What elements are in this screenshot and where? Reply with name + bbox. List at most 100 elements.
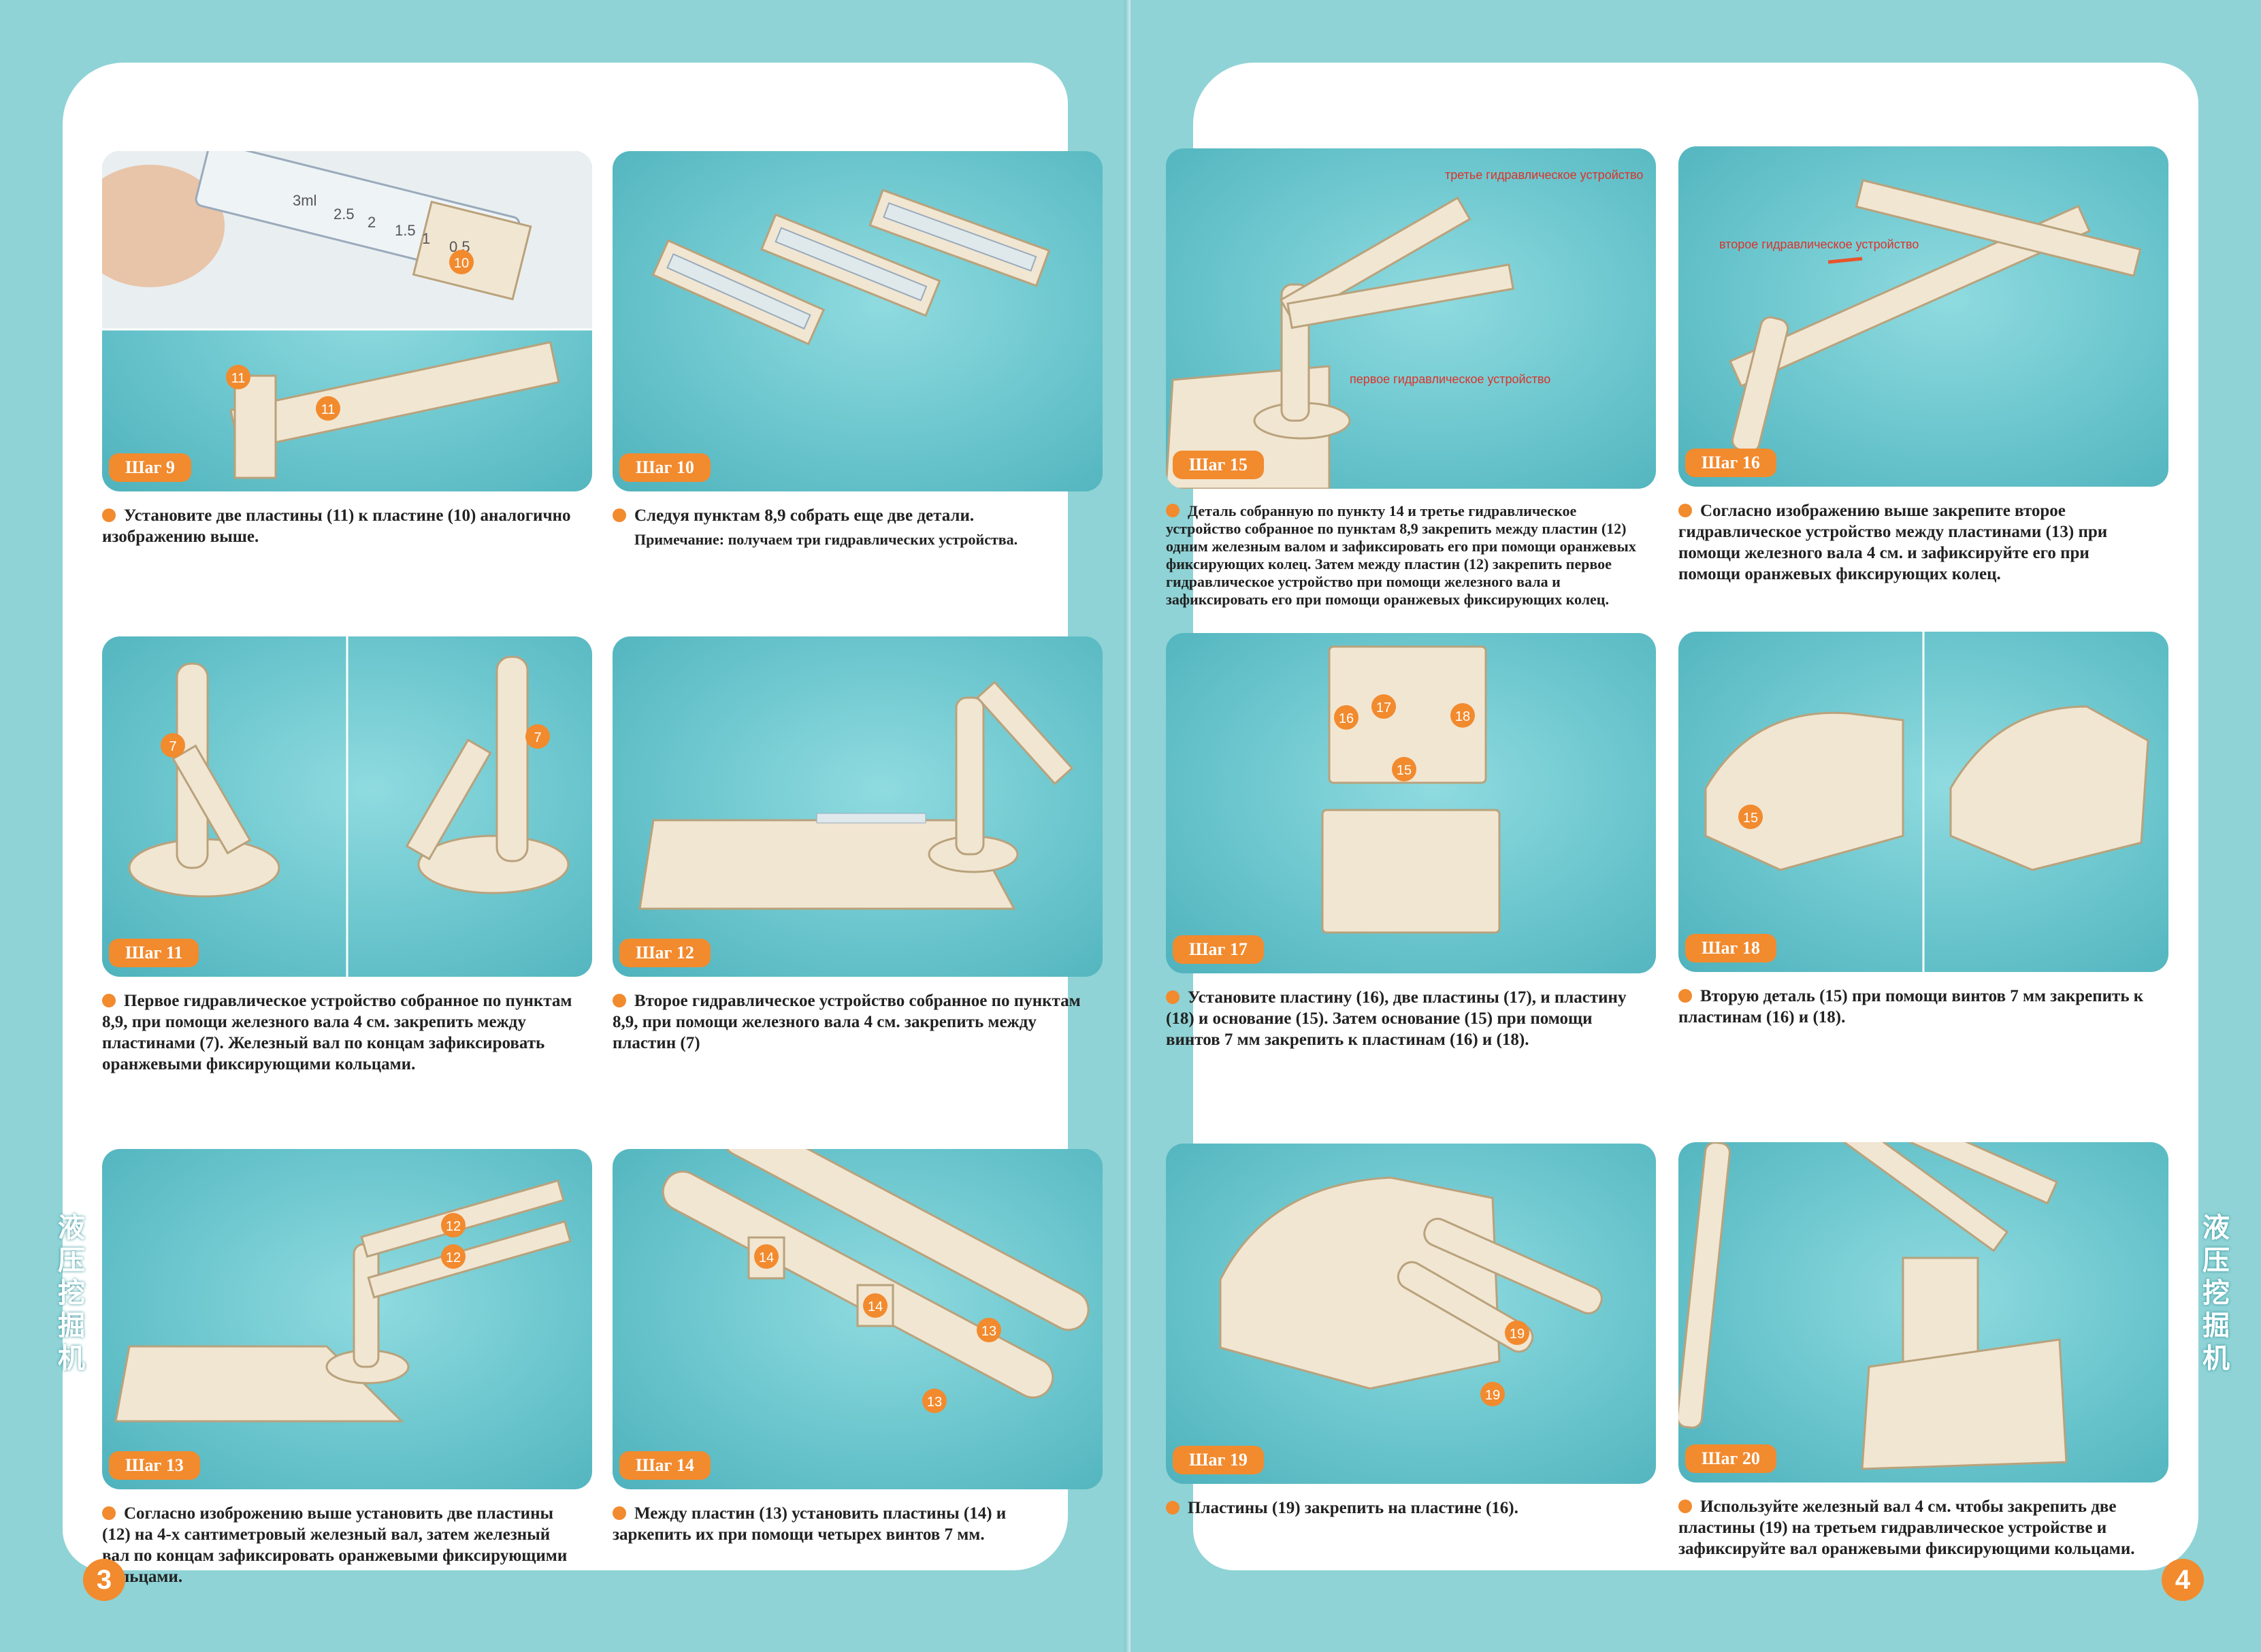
step-19-photo: 19 19 Шаг 19 [1166,1144,1656,1484]
step-tag: Шаг 15 [1173,451,1264,479]
step-13-photo: 12 12 Шаг 13 [102,1149,592,1489]
bullet-icon [102,994,116,1007]
svg-text:18: 18 [1455,709,1470,724]
step-caption: Вторую деталь (15) при помощи винтов 7 м… [1678,987,2144,1026]
step-tag: Шаг 19 [1173,1446,1264,1474]
svg-text:13: 13 [927,1395,942,1410]
svg-text:19: 19 [1510,1327,1525,1342]
bullet-icon [1166,990,1180,1004]
part-badge: 10 [449,250,474,274]
step-caption: Установите пластину (16), две пластины (… [1166,988,1627,1049]
step-17: 16 17 18 15 Шаг 17 Установите пластину (… [1166,633,1656,1049]
svg-text:17: 17 [1376,700,1391,715]
step-16-photo: второе гидравлическое устройство Шаг 16 [1678,146,2168,487]
bullet-icon [1678,1500,1692,1513]
step-20-photo: Шаг 20 [1678,1142,2168,1483]
part-badge: 14 [754,1244,779,1269]
part-badge: 19 [1505,1321,1529,1345]
step-13: 12 12 Шаг 13 Согласно изоброжению выше у… [102,1149,592,1586]
syringe-mark: 1.5 [395,222,416,239]
step-caption: Установите две пластины (11) к пластине … [102,506,571,546]
step-10: Шаг 10 Следуя пунктам 8,9 собрать еще дв… [613,151,1103,548]
svg-text:12: 12 [446,1250,461,1265]
bullet-icon [613,1506,626,1520]
step-tag: Шаг 16 [1685,449,1776,477]
syringe-mark: 3ml [293,192,316,209]
side-title: 液压挖掘机 [58,1212,85,1374]
page-number: 4 [2162,1559,2204,1601]
step-caption: Следуя пунктам 8,9 собрать еще две детал… [613,505,1089,550]
step-caption: Согласно изоброжению выше установить две… [102,1504,568,1586]
part-badge: 12 [441,1244,466,1269]
step-caption: Второе гидравлическое устройство собранн… [613,992,1081,1052]
step-tag: Шаг 18 [1685,934,1776,962]
page-number: 3 [83,1559,125,1601]
svg-text:14: 14 [759,1250,774,1265]
page-right: третье гидравлическое устройство первое … [1130,0,2261,1652]
part-badge: 18 [1450,703,1475,728]
part-badge: 16 [1334,705,1359,730]
bullet-icon [613,508,626,522]
svg-text:7: 7 [169,739,176,754]
bullet-icon [102,508,116,522]
step-caption: Между пластин (13) установить пластины (… [613,1504,1007,1544]
syringe-mark: 2.5 [334,206,355,223]
bullet-icon [1166,504,1180,517]
step-19: 19 19 Шаг 19 Пластины (19) закрепить на … [1166,1144,1656,1517]
page-left: 3ml 2.5 2 1.5 1 0.5 10 11 11 [0,0,1130,1652]
step-tag: Шаг 13 [109,1451,200,1480]
svg-text:15: 15 [1743,811,1758,826]
step-11-photo: 7 7 Шаг 11 [102,636,592,977]
svg-text:13: 13 [981,1324,996,1339]
step-17-photo: 16 17 18 15 Шаг 17 [1166,633,1656,973]
step-tag: Шаг 11 [109,939,199,967]
step-caption: Первое гидравлическое устройство собранн… [102,992,572,1073]
step-9-photo: 3ml 2.5 2 1.5 1 0.5 10 11 11 [102,151,592,491]
svg-text:14: 14 [868,1299,883,1314]
svg-text:11: 11 [231,371,246,386]
step-tag: Шаг 10 [619,453,711,482]
step-15-photo: третье гидравлическое устройство первое … [1166,148,1656,489]
part-badge: 11 [226,365,250,389]
bullet-icon [102,1506,116,1520]
part-badge: 17 [1371,694,1396,719]
step-tag: Шаг 20 [1685,1444,1776,1473]
step-12-photo: Шаг 12 [613,636,1103,977]
bullet-icon [1166,1501,1180,1515]
bullet-icon [1678,504,1692,517]
step-tag: Шаг 14 [619,1451,711,1480]
part-badge: 13 [922,1389,947,1413]
step-caption: Деталь собранную по пункту 14 и третье г… [1166,502,1636,608]
step-9: 3ml 2.5 2 1.5 1 0.5 10 11 11 [102,151,592,546]
step-11: 7 7 Шаг 11 Первое гидравлическое устройс… [102,636,592,1073]
step-12: Шаг 12 Второе гидравлическое устройство … [613,636,1103,1052]
step-caption: Согласно изображению выше закрепите втор… [1678,502,2108,583]
step-18: 15 Шаг 18 Вторую деталь (15) при помощи … [1678,632,2168,1026]
step-16: второе гидравлическое устройство Шаг 16 … [1678,146,2168,583]
syringe-mark: 2 [368,214,376,231]
label-third: третье гидравлическое устройство [1445,168,1643,182]
svg-text:11: 11 [321,402,336,417]
step-tag: Шаг 12 [619,939,711,967]
label-first: первое гидравлическое устройство [1350,372,1550,386]
step-14-photo: 14 14 13 13 Шаг 14 [613,1149,1103,1489]
syringe-mark: 1 [422,230,430,247]
svg-text:16: 16 [1339,711,1354,726]
step-10-photo: Шаг 10 [613,151,1103,491]
svg-text:7: 7 [534,730,541,745]
svg-text:19: 19 [1485,1388,1500,1403]
step-14: 14 14 13 13 Шаг 14 Между пластин (13) ус… [613,1149,1103,1544]
part-badge: 14 [863,1293,888,1318]
bullet-icon [1678,989,1692,1003]
part-badge: 7 [161,733,185,758]
step-tag: Шаг 17 [1173,935,1264,964]
step-15: третье гидравлическое устройство первое … [1166,148,1656,608]
step-20: Шаг 20 Используйте железный вал 4 см. чт… [1678,1142,2168,1558]
svg-text:15: 15 [1397,763,1412,778]
bullet-icon [613,994,626,1007]
part-badge: 15 [1392,757,1416,781]
svg-text:10: 10 [454,256,469,271]
step-note: Примечание: получаем три гидравлических … [634,531,1018,548]
part-badge: 13 [977,1318,1001,1342]
step-18-photo: 15 Шаг 18 [1678,632,2168,972]
